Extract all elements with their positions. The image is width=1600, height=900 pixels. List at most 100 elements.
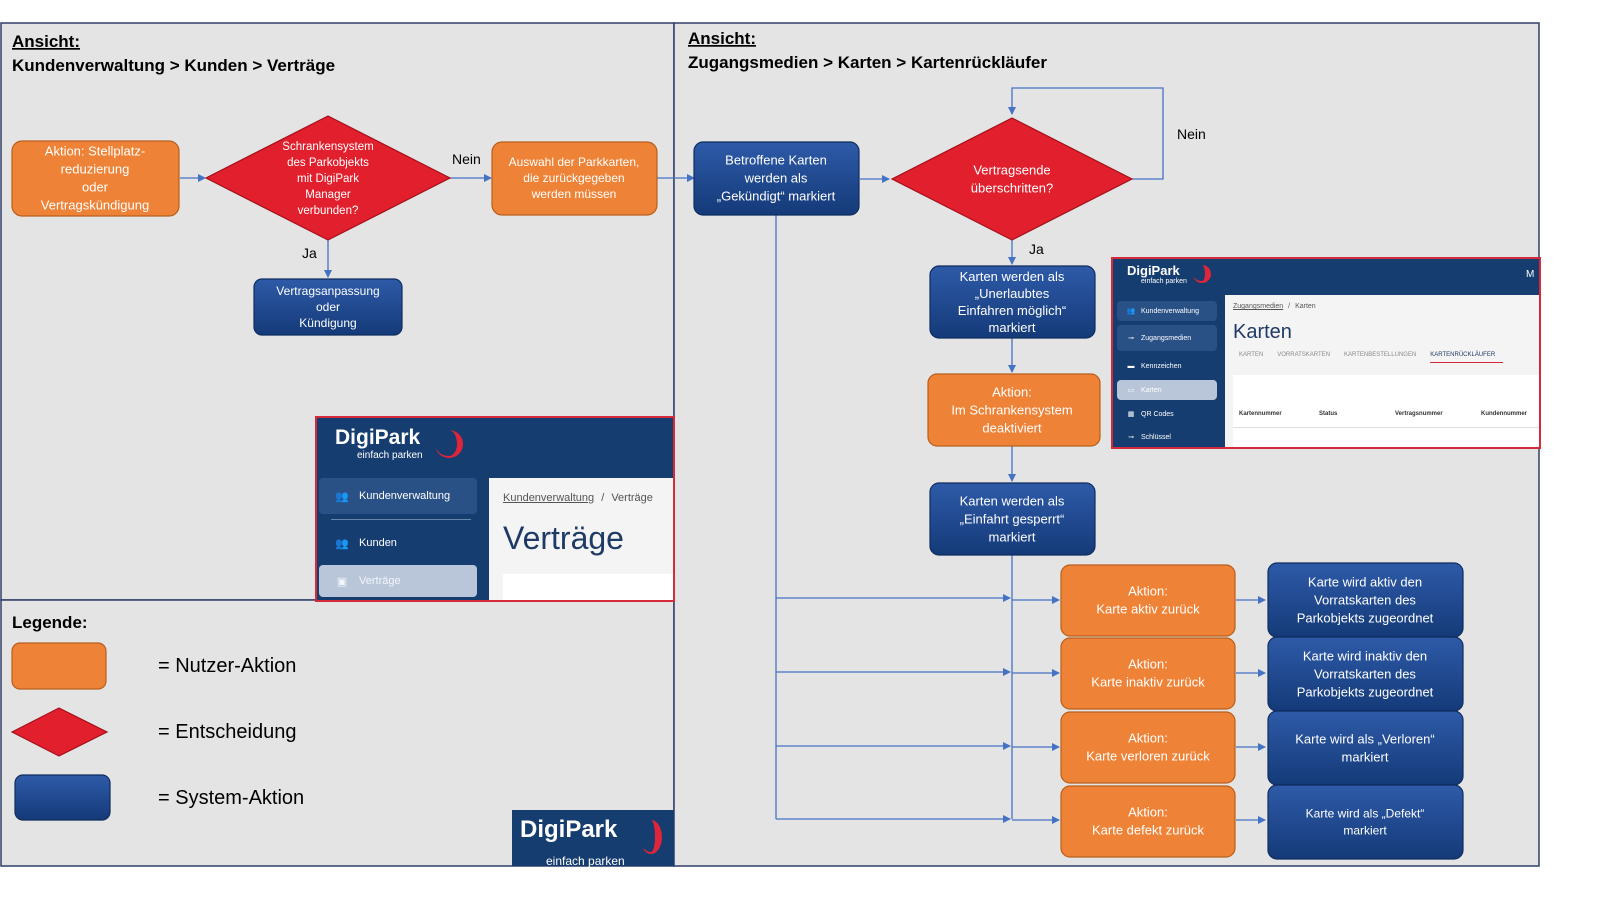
node-label-line: Vertragsanpassung [276, 284, 379, 298]
cards-nav-qr-codes[interactable]: ▦QR Codes [1117, 404, 1217, 424]
node-result-lost: Karte wird als „Verloren“ markiert [1267, 710, 1464, 786]
right-edge-yes-label: Ja [1029, 241, 1044, 257]
left-edge-no-label: Nein [452, 151, 481, 167]
left-edges [180, 174, 695, 278]
left-view-label: Ansicht: [12, 32, 80, 51]
cards-table-header-line [1233, 427, 1539, 428]
cards-breadcrumb-link[interactable]: Zugangsmedien [1233, 303, 1284, 310]
node-label-line: Vertragsende [973, 163, 1050, 178]
node-label-line: Karte wird als „Verloren“ [1295, 732, 1434, 747]
node-label-line: werden müssen [531, 187, 617, 201]
tab-kartenbestellungen[interactable]: KARTENBESTELLUNGEN [1344, 352, 1417, 358]
right-edges [775, 87, 1266, 824]
node-label-line: Karte verloren zurück [1086, 749, 1210, 764]
legend-user-action-shape [11, 642, 107, 690]
cards-nav-karten[interactable]: ▭Karten [1117, 380, 1217, 400]
node-label-line: Kündigung [299, 316, 356, 330]
node-label-line: markiert [989, 530, 1036, 545]
right-view-path: Zugangsmedien > Karten > Kartenrückläufe… [688, 53, 1047, 72]
node-label-line: Karten werden als [960, 494, 1065, 509]
svg-text:Karte wird als „Verloren“marki: Karte wird als „Verloren“ markiert [1295, 732, 1434, 765]
cards-logo-mark-icon [1193, 265, 1211, 283]
col-status[interactable]: Status [1319, 411, 1338, 417]
contracts-nav-kundenverwaltung[interactable]: 👥 Kundenverwaltung [319, 478, 477, 514]
node-label-line: markiert [1342, 750, 1389, 765]
svg-text:Aktion:Karte defekt zurück: Aktion:Karte defekt zurück [1092, 805, 1204, 838]
cards-nav-kundenverwaltung[interactable]: 👥Kundenverwaltung [1117, 301, 1217, 321]
cards-nav-schluessel[interactable]: ⊸Schlüssel [1117, 427, 1217, 447]
people-icon: 👥 [335, 537, 349, 550]
legend-decision-shape [10, 707, 109, 757]
node-decision-contract-end: Vertragsende überschritten? [890, 117, 1134, 241]
node-label-line: Karte defekt zurück [1092, 823, 1204, 838]
node-label-line: Karte inaktiv zurück [1091, 675, 1205, 690]
svg-text:Aktion: Stellplatz-reduzierung: Aktion: Stellplatz-reduzierung oderVertra… [41, 144, 149, 213]
contracts-breadcrumb-link[interactable]: Kundenverwaltung [503, 492, 595, 504]
node-label-line: Aktion: Stellplatz- [45, 144, 145, 159]
node-label-line: Auswahl der Parkkarten, [509, 155, 640, 169]
node-label-line: Aktion: [1128, 584, 1168, 599]
contracts-nav-kunden[interactable]: 👥 Kunden [319, 527, 477, 559]
node-label-line: Schrankensystem [282, 141, 373, 153]
cards-nav-kennzeichen[interactable]: ▬Kennzeichen [1117, 356, 1217, 376]
contracts-logo-mark-icon [435, 430, 463, 458]
tab-kartenruecklaeufer[interactable]: KARTENRÜCKLÄUFER [1430, 352, 1504, 363]
customers-icon: 👥 [1126, 308, 1136, 315]
node-label-line: mit DigiPark [297, 173, 359, 185]
key-icon: ⊸ [1128, 434, 1134, 441]
node-label-line: Vorratskarten des [1314, 667, 1416, 682]
node-label-line: Karte wird aktiv den [1308, 575, 1422, 590]
node-label-line: reduzierung [61, 162, 130, 177]
left-edge-yes-label: Ja [302, 245, 317, 261]
node-label-line: oder [316, 300, 340, 314]
node-label-line: Vertragskündigung [41, 198, 149, 213]
cards-content: Zugangsmedien / Karten Karten KARTEN VOR… [1225, 295, 1539, 447]
col-vertragsnummer[interactable]: Vertragsnummer [1395, 411, 1443, 417]
svg-text:Aktion:Karte verloren zurück: Aktion:Karte verloren zurück [1086, 731, 1210, 764]
node-label-line: Einfahren möglich“ [958, 303, 1066, 318]
cards-table-header: Kartennummer Status Vertragsnummer Kunde… [1239, 411, 1527, 417]
contracts-table-card [503, 574, 673, 600]
node-label-line: Parkobjekts zugeordnet [1297, 611, 1434, 626]
cards-tabs: KARTEN VORRATSKARTEN KARTENBESTELLUNGEN … [1239, 352, 1504, 363]
node-label-line: „Unerlaubtes [975, 286, 1050, 301]
node-label-line: Parkobjekts zugeordnet [1297, 685, 1434, 700]
node-label-line: oder [82, 180, 109, 195]
node-label-line: deaktiviert [982, 421, 1042, 436]
tab-karten[interactable]: KARTEN [1239, 352, 1264, 358]
cards-topbar-user[interactable]: M [1526, 269, 1535, 280]
tab-vorratskarten[interactable]: VORRATSKARTEN [1277, 352, 1331, 358]
right-view-label: Ansicht: [688, 29, 756, 48]
node-label-line: Im Schrankensystem [951, 403, 1072, 418]
svg-text:Auswahl der Parkkarten,die zur: Auswahl der Parkkarten,die zurückgegeben… [509, 155, 640, 201]
node-label-line: Karten werden als [960, 269, 1065, 284]
node-marked-blocked: Karten werden als „Einfahrt gesperrt“ mark… [929, 482, 1096, 556]
key-icon: ⊸ [1128, 335, 1134, 342]
svg-text:Aktion:Karte inaktiv zurück: Aktion:Karte inaktiv zurück [1091, 657, 1205, 690]
svg-text:Karte wird als „Defekt“markier: Karte wird als „Defekt“markiert [1306, 807, 1425, 838]
node-label-line: „Einfahrt gesperrt“ [960, 512, 1065, 527]
node-label-line: überschritten? [971, 181, 1053, 196]
node-return-lost: Aktion:Karte verloren zurück [1060, 711, 1236, 784]
contracts-nav-vertraege[interactable]: ▣ Verträge [319, 565, 477, 597]
col-kartennummer[interactable]: Kartennummer [1239, 411, 1282, 417]
col-kundennummer[interactable]: Kundennummer [1481, 411, 1528, 417]
cards-nav-zugangsmedien[interactable]: ⊸Zugangsmedien [1117, 325, 1217, 351]
contracts-logo: DigiPark einfach parken [335, 426, 423, 461]
node-return-inactive: Aktion:Karte inaktiv zurück [1060, 637, 1236, 710]
